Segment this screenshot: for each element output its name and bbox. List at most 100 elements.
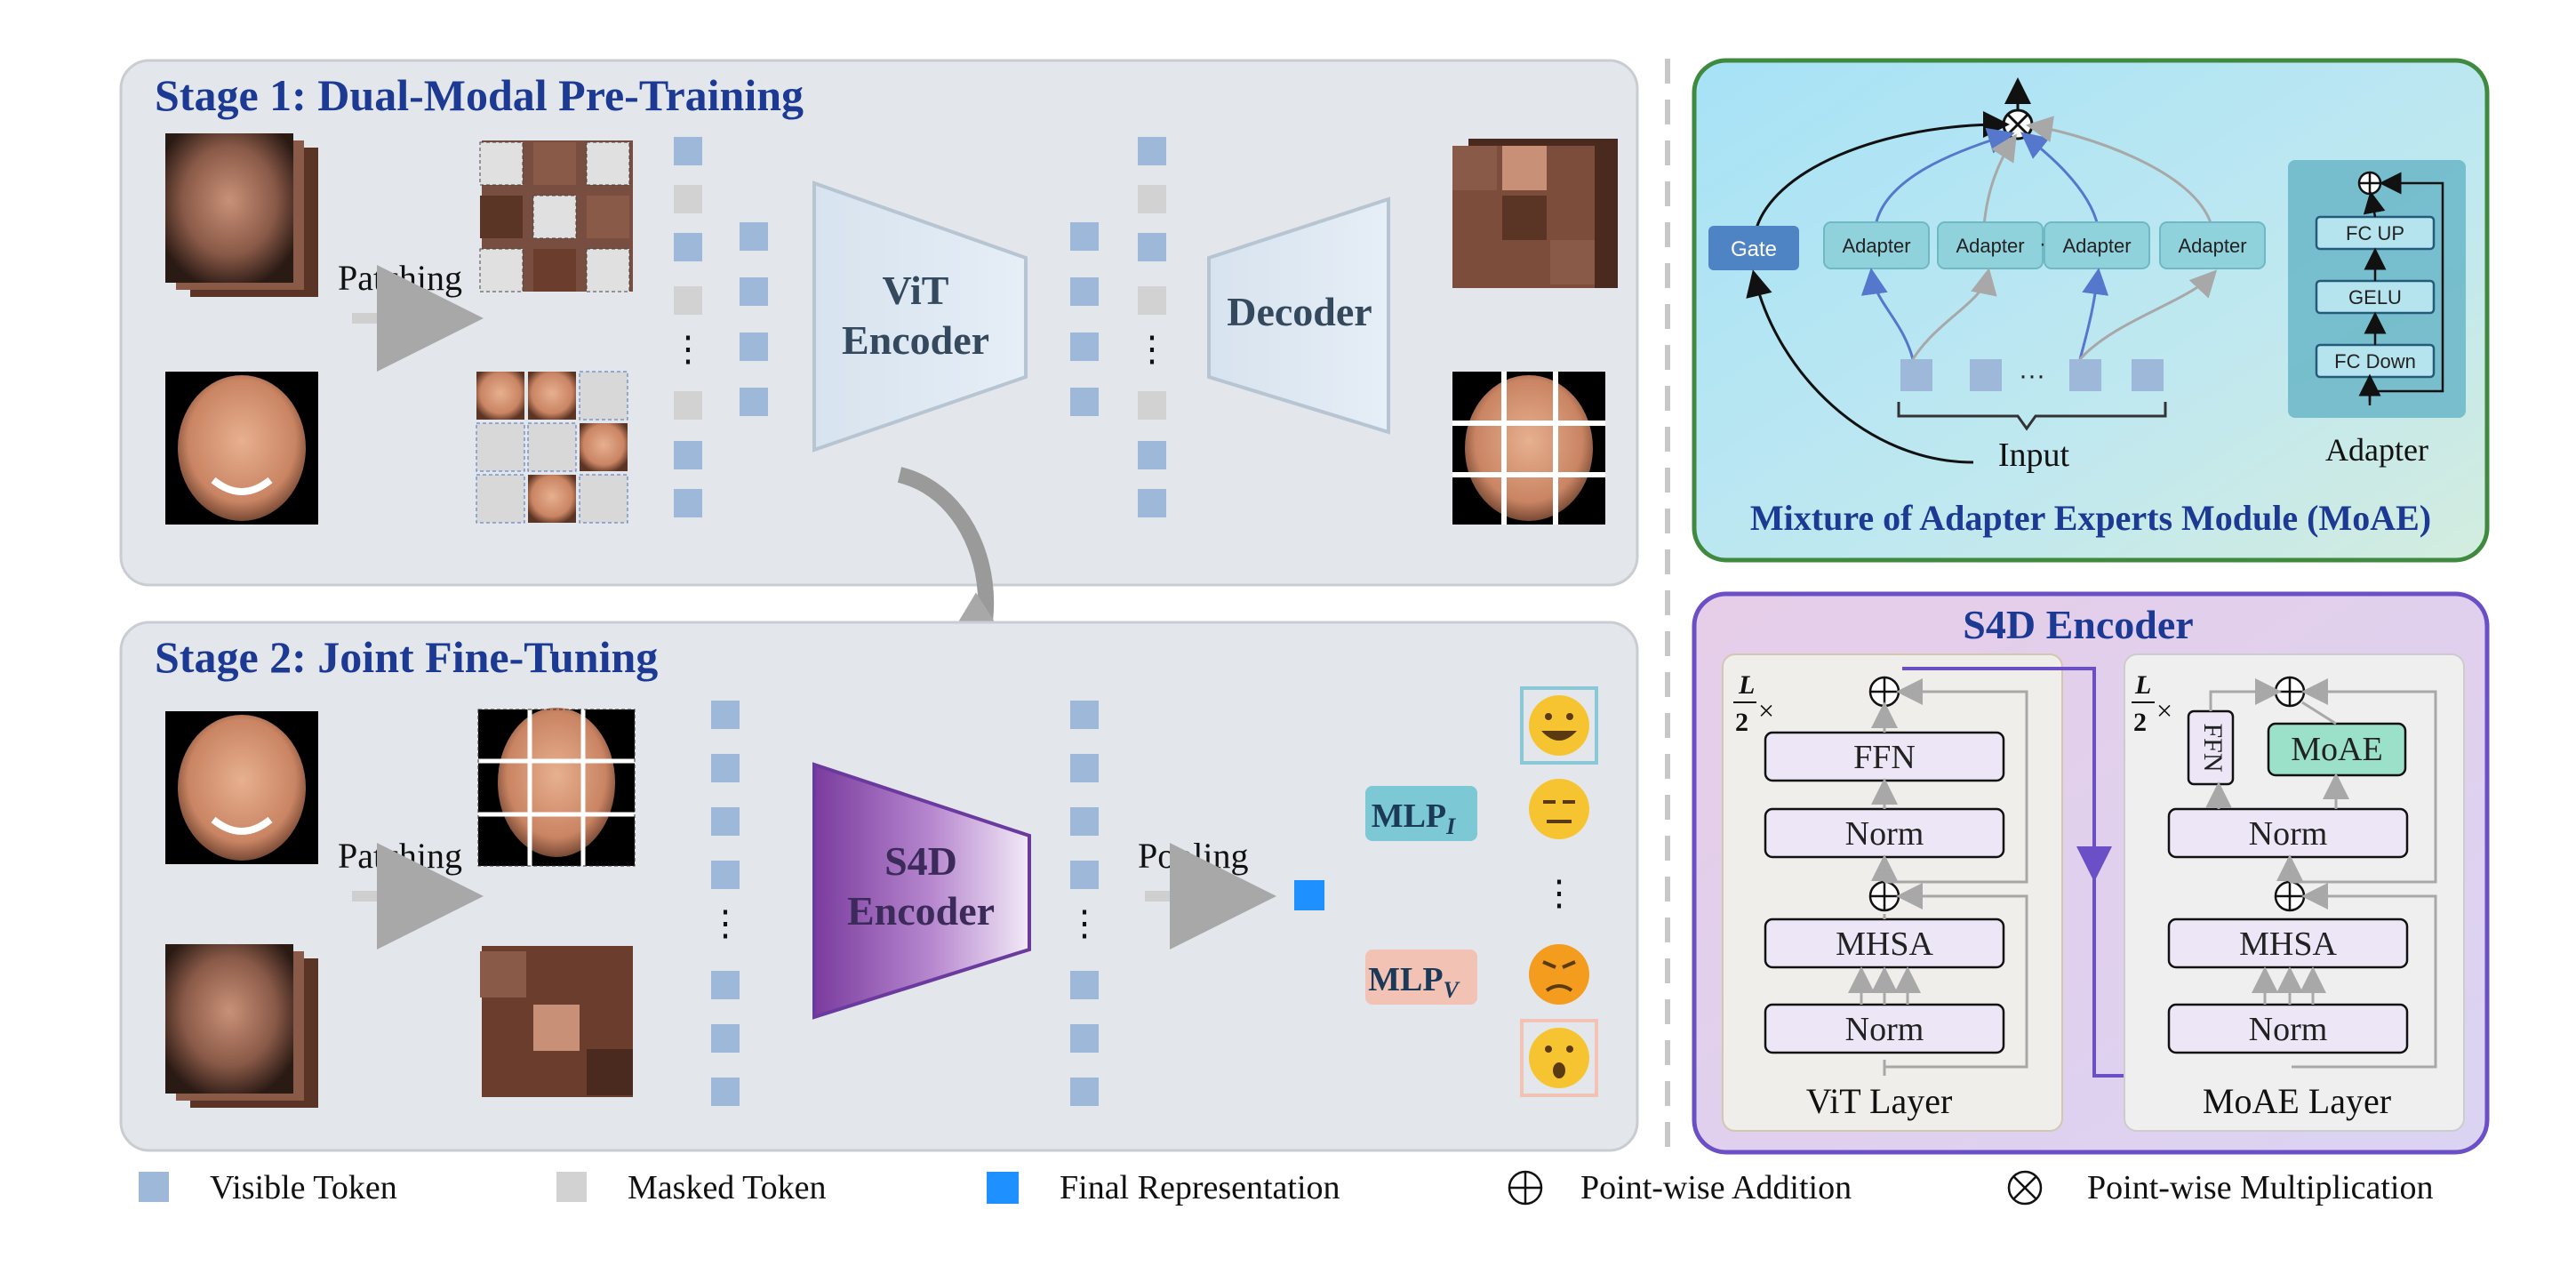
adapter-expert-2: Adapter xyxy=(1937,221,2044,269)
vit-encoder-line2: Encoder xyxy=(842,317,989,363)
stage1-panel: Stage 1: Dual-Modal Pre-Training Patchin… xyxy=(119,59,1639,587)
svg-text:FC UP: FC UP xyxy=(2346,222,2404,244)
stage2-encoded-tokens: ⋮ xyxy=(1067,701,1102,1106)
mlp-i-label: MLP xyxy=(1372,797,1446,835)
stage1-patching-label: Patching xyxy=(338,258,462,298)
svg-text:L: L xyxy=(2134,670,2151,700)
final-representation-token xyxy=(1294,880,1324,910)
image-patches-grid xyxy=(476,371,628,524)
moae-title: Mixture of Adapter Experts Module (MoAE) xyxy=(1750,498,2431,538)
svg-text:2: 2 xyxy=(2133,708,2147,737)
adapter-expert-4: Adapter xyxy=(2159,221,2266,269)
legend-multiply-icon xyxy=(2007,1170,2043,1206)
video-face-stack-1 xyxy=(165,133,318,297)
video-patches-grid xyxy=(479,140,633,292)
reconstructed-image xyxy=(1452,372,1605,525)
s4d-encoder-line1: S4D xyxy=(884,838,957,884)
legend-pointwise-addition: Point-wise Addition xyxy=(1580,1169,1852,1206)
gate-label: Gate xyxy=(1731,237,1777,261)
svg-text:2: 2 xyxy=(1735,708,1748,737)
legend-visible-token-swatch xyxy=(139,1172,169,1202)
stage2-input-tokens: ⋮ xyxy=(708,701,743,1106)
input-brace xyxy=(1897,402,2167,431)
stage1-input-tokens: ⋮ xyxy=(670,137,706,517)
vit-encoder-block: ViT Encoder xyxy=(812,180,1028,453)
emotion-grinning-icon xyxy=(1520,686,1598,765)
image-face-2 xyxy=(165,711,318,864)
emotion-expressionless-icon xyxy=(1529,779,1589,839)
emotion-angry-icon xyxy=(1529,944,1589,1005)
moae-input-tokens: ··· xyxy=(1900,359,2164,391)
moae-input-label: Input xyxy=(1998,437,2070,474)
svg-text:MLPV: MLPV xyxy=(1368,961,1460,1003)
decoder-label: Decoder xyxy=(1227,289,1372,334)
mlp-i-head: MLPI xyxy=(1365,786,1477,841)
decoder-block: Decoder xyxy=(1207,196,1390,435)
adapter-expert-3: Adapter xyxy=(2044,221,2150,269)
svg-text:Adapter: Adapter xyxy=(1842,235,1910,257)
svg-text:Adapter: Adapter xyxy=(2062,235,2131,257)
stage2-patching-label: Patching xyxy=(338,836,462,876)
moae-layer-ffn-label: FFN xyxy=(2198,723,2228,772)
vit-layer-caption: ViT Layer xyxy=(1806,1081,1953,1121)
vit-norm1-label: Norm xyxy=(1845,815,1924,853)
mlp-v-subscript: V xyxy=(1444,977,1461,1003)
vit-ffn-label: FFN xyxy=(1853,739,1916,776)
s4d-encoder-block: S4D Encoder xyxy=(812,762,1031,1020)
adapter-detail: FC UP GELU FC Down xyxy=(2288,160,2466,418)
stage2-image-patches xyxy=(477,708,636,867)
vit-mhsa-label: MHSA xyxy=(1836,925,1933,963)
vit-norm2-label: Norm xyxy=(1845,1011,1924,1048)
stage2-video-patches xyxy=(480,946,633,1097)
moae-norm2-label: Norm xyxy=(2249,1011,2328,1048)
svg-text:L: L xyxy=(1738,670,1755,700)
adapter-expert-1: Adapter xyxy=(1823,221,1930,269)
svg-text:···: ··· xyxy=(2019,361,2045,390)
moae-layer-card: L 2 × FFN MoAE Norm MHSA Norm xyxy=(2124,653,2465,1132)
legend-pointwise-multiplication: Point-wise Multiplication xyxy=(2087,1169,2433,1206)
stage2-title: Stage 2: Joint Fine-Tuning xyxy=(155,632,658,682)
vit-layer-card: L 2 × FFN Norm MHSA Norm xyxy=(1722,653,2063,1132)
svg-text:MLPI: MLPI xyxy=(1372,797,1456,839)
mlp-v-head: MLPV xyxy=(1365,950,1477,1005)
svg-text:GELU: GELU xyxy=(2348,286,2402,308)
vit-encoder-line1: ViT xyxy=(883,268,949,313)
legend-final-representation: Final Representation xyxy=(1060,1169,1340,1206)
s4d-title: S4D Encoder xyxy=(1963,602,2193,647)
svg-text:×: × xyxy=(1758,694,1774,726)
moae-layer-caption: MoAE Layer xyxy=(2203,1081,2391,1121)
image-face-1 xyxy=(165,372,318,525)
reconstructed-video xyxy=(1452,139,1618,288)
s4d-encoder-line2: Encoder xyxy=(847,888,995,933)
mlp-v-label: MLP xyxy=(1368,961,1443,998)
svg-text:⋮: ⋮ xyxy=(1134,329,1170,369)
svg-text:Adapter: Adapter xyxy=(2178,235,2246,257)
moae-layer-moae-label: MoAE xyxy=(2291,731,2382,768)
stage1-visible-tokens xyxy=(740,222,768,416)
svg-text:⋮: ⋮ xyxy=(1067,903,1102,943)
adapter-detail-caption: Adapter xyxy=(2325,432,2428,468)
moae-norm1-label: Norm xyxy=(2249,815,2328,853)
stage1-encoded-tokens xyxy=(1070,222,1099,416)
mlp-i-subscript: I xyxy=(1445,813,1456,839)
svg-text:FC Down: FC Down xyxy=(2334,350,2416,373)
legend-masked-token-swatch xyxy=(556,1172,587,1202)
gate-box: Gate xyxy=(1708,226,1799,270)
svg-text:×: × xyxy=(2156,694,2172,726)
s4d-panel: S4D Encoder L 2 × FFN Norm MHSA Norm xyxy=(1692,591,2490,1155)
legend-final-representation-swatch xyxy=(987,1172,1019,1204)
stage2-panel: Stage 2: Joint Fine-Tuning Patching xyxy=(119,621,1639,1152)
svg-text:⋮: ⋮ xyxy=(1541,873,1577,913)
legend-visible-token: Visible Token xyxy=(210,1169,397,1206)
svg-text:⋮: ⋮ xyxy=(708,903,743,943)
svg-text:⋮: ⋮ xyxy=(670,329,706,369)
legend: Visible Token Masked Token Final Represe… xyxy=(139,1169,2433,1206)
pooling-label: Pooling xyxy=(1138,836,1248,876)
moae-mhsa-label: MHSA xyxy=(2239,925,2337,963)
legend-masked-token: Masked Token xyxy=(628,1169,827,1206)
svg-text:Adapter: Adapter xyxy=(1956,235,2024,257)
video-face-stack-2 xyxy=(165,944,318,1108)
legend-add-icon xyxy=(1508,1170,1543,1206)
emotion-hushed-icon xyxy=(1520,1019,1598,1097)
